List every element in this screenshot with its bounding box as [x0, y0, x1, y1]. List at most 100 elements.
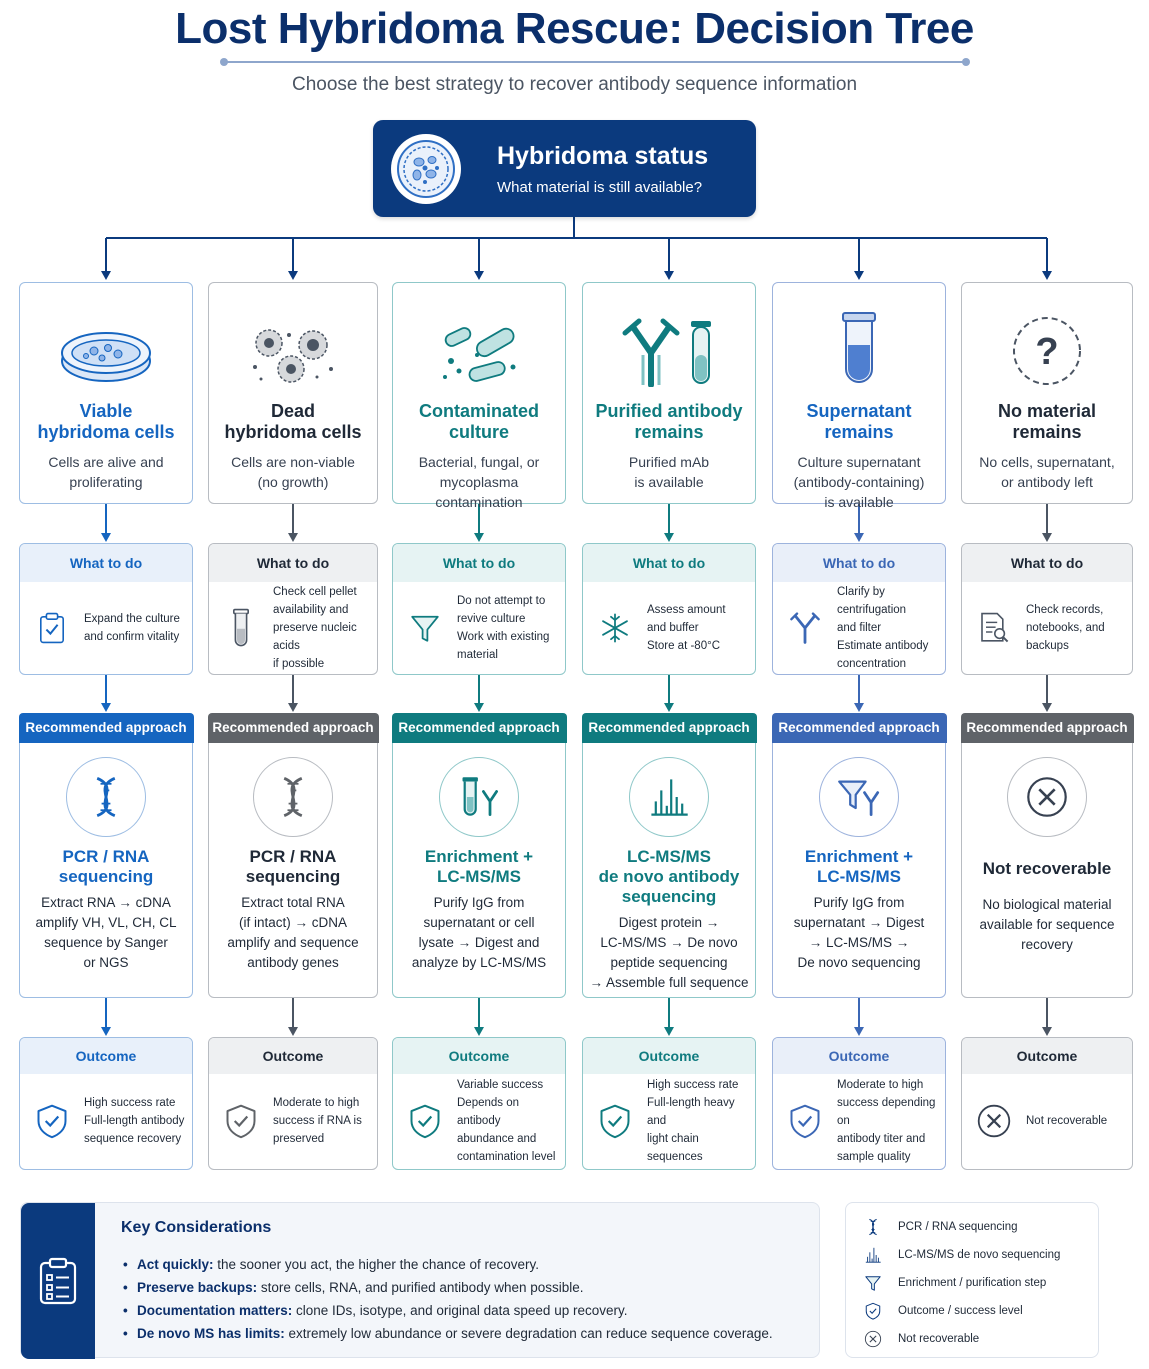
status-description-line: is available — [824, 494, 894, 510]
recommended-approach-line: or NGS — [83, 954, 129, 970]
recommended-approach-line: Purify IgG from — [813, 894, 905, 910]
key-item: Preserve backups: store cells, RNA, and … — [121, 1276, 773, 1299]
what-to-do-heading: What to do — [20, 544, 192, 582]
legend-label: Not recoverable — [898, 1333, 980, 1345]
clipboard-list-icon — [21, 1203, 95, 1359]
what-to-do-line: Do not attempt to — [457, 595, 546, 607]
what-to-do-line: backups — [1026, 640, 1069, 652]
status-description-line: Cells are non-viable — [231, 454, 355, 470]
outcome-line: contamination level — [457, 1151, 556, 1163]
outcome-heading: Outcome — [962, 1038, 1132, 1074]
what-to-do-heading: What to do — [962, 544, 1132, 582]
recommended-approach-line: (if intact) → cDNA — [238, 914, 347, 930]
funnel-icon — [405, 612, 445, 644]
page-title: Lost Hybridoma Rescue: Decision Tree — [175, 4, 974, 53]
recommended-approach-line: supernatant or cell — [423, 914, 535, 930]
arrow-head — [1042, 271, 1052, 280]
recommended-approach-heading: Recommended approach — [581, 712, 757, 743]
supernatant-tube-icon — [773, 299, 945, 387]
arrow-head — [664, 1027, 674, 1036]
status-description-line: is available — [634, 474, 704, 490]
status-title-line: Dead — [270, 401, 315, 421]
status-title-line: No material — [997, 401, 1097, 421]
arrow-head — [664, 271, 674, 280]
what-to-do-heading: What to do — [209, 544, 377, 582]
cells-icon — [391, 133, 461, 204]
recommended-approach-line: LC-MS/MS → De novo — [600, 934, 738, 950]
clipboard-check-icon — [32, 612, 72, 644]
recommended-approach-line: sequence by Sanger — [44, 934, 168, 950]
shield-check-icon — [787, 1103, 823, 1139]
recommended-approach-line: Digest protein → — [618, 914, 720, 930]
recommended-approach-title-line: sequencing — [621, 886, 717, 906]
status-description-line: contamination — [435, 494, 523, 510]
arrow-head — [101, 533, 111, 542]
outcome-line: sample quality — [837, 1151, 911, 1163]
arrow-head — [854, 533, 864, 542]
what-to-do-line: material — [457, 649, 498, 661]
arrow-head — [664, 703, 674, 712]
legend-item: PCR / RNA sequencing — [862, 1213, 1098, 1241]
status-title-line: Viable — [79, 401, 133, 421]
document-search-icon — [974, 612, 1014, 644]
status-title-line: remains — [1012, 422, 1082, 442]
arrow-head — [474, 271, 484, 280]
status-title-line: hybridoma cells — [37, 422, 175, 442]
what-to-do-line: Estimate antibody — [837, 640, 929, 652]
funnel-icon — [862, 1274, 884, 1292]
recommended-approach-line: peptide sequencing — [610, 954, 728, 970]
shield-check-icon — [597, 1103, 633, 1139]
legend-label: PCR / RNA sequencing — [898, 1221, 1018, 1233]
outcome-heading: Outcome — [773, 1038, 945, 1074]
snowflake-icon — [595, 612, 635, 644]
status-title-line: remains — [824, 422, 894, 442]
recommended-approach-title: Not recoverable — [962, 859, 1132, 879]
outcome-heading: Outcome — [209, 1038, 377, 1074]
arrow-head — [1042, 703, 1052, 712]
mass-spectrum-icon — [629, 756, 709, 837]
what-to-do-line: preserve nucleic acids — [273, 622, 357, 652]
recommended-approach-line: De novo sequencing — [797, 954, 921, 970]
recommended-approach-heading: Recommended approach — [207, 712, 379, 743]
what-to-do-line: Assess amount — [647, 604, 726, 616]
arrow-head — [288, 1027, 298, 1036]
petri-dish-icon — [20, 299, 192, 387]
dna-icon — [66, 756, 146, 837]
outcome-line: Full-length heavy and — [647, 1097, 735, 1127]
status-description-line: mycoplasma — [439, 474, 519, 490]
arrow-head — [101, 1027, 111, 1036]
arrow-head — [101, 271, 111, 280]
recommended-approach-line: Purify IgG from — [433, 894, 525, 910]
legend-item: Enrichment / purification step — [862, 1269, 1098, 1297]
recommended-approach-title: Enrichment +LC-MS/MS — [393, 847, 565, 887]
what-to-do-heading: What to do — [583, 544, 755, 582]
recommended-approach-line: → LC-MS/MS → — [808, 934, 910, 950]
status-description: Culture supernatant(antibody-containing)… — [773, 452, 945, 512]
root-title: Hybridoma status — [497, 141, 709, 170]
recommended-approach-title-line: LC-MS/MS — [816, 866, 902, 886]
status-description-line: or antibody left — [1001, 474, 1093, 490]
status-description-line: Bacterial, fungal, or — [418, 454, 540, 470]
what-to-do-line: notebooks, and — [1026, 622, 1105, 634]
recommended-approach-line: → Assemble full sequence — [589, 974, 749, 990]
recommended-approach-title-line: LC-MS/MS — [436, 866, 522, 886]
outcome-body: Not recoverable — [962, 1074, 1132, 1168]
outcome-line: success depending on — [837, 1097, 936, 1127]
